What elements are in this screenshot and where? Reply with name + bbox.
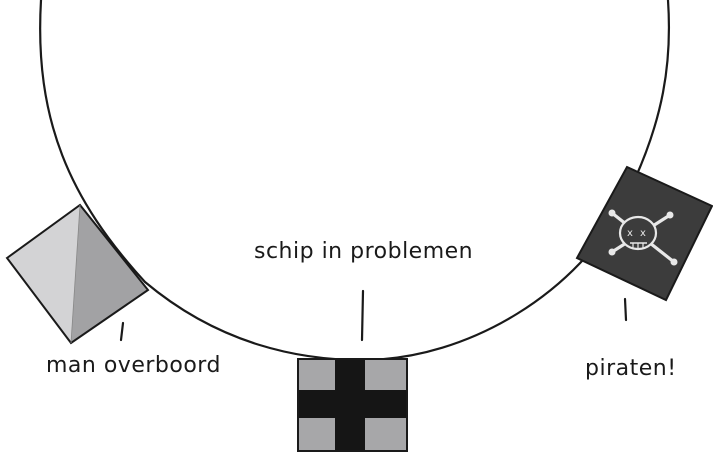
svg-text:x: x	[627, 228, 633, 239]
pirate-flag-icon: x x	[577, 167, 712, 300]
rope-line	[40, 0, 669, 360]
svg-text:x: x	[640, 228, 646, 239]
distress-flag-icon	[298, 359, 407, 451]
man-overboard-flag-label: man overboord	[46, 353, 221, 378]
man-overboard-flag-icon	[7, 205, 148, 343]
distress-tick	[362, 291, 363, 340]
pirate-tick	[625, 299, 626, 320]
pirate-flag-label: piraten!	[585, 356, 677, 381]
distress-flag-label: schip in problemen	[254, 239, 473, 264]
man-overboard-tick	[121, 323, 123, 340]
